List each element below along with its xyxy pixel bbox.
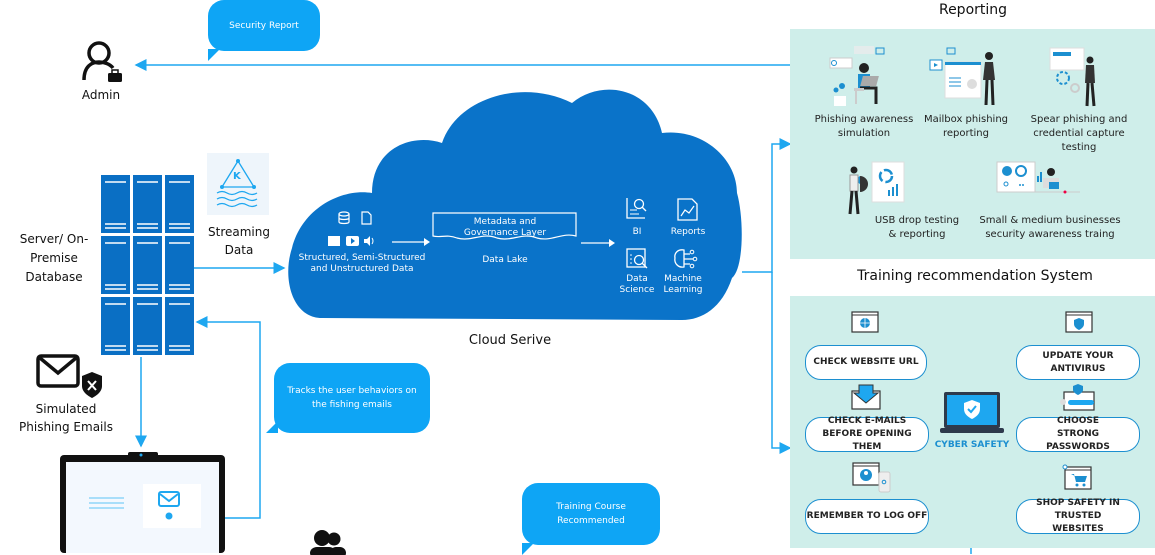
- security-report-bubble: Security Report: [208, 0, 320, 61]
- antivirus-shield-icon: [1065, 311, 1093, 333]
- audio-icon: [364, 236, 374, 246]
- laptop-icon: [60, 452, 225, 553]
- kafka-stream-icon: [216, 159, 258, 208]
- phishing-simulation-illustration: [829, 46, 885, 106]
- machine-learning-brain-icon: [674, 249, 698, 269]
- data-lake-label: Data Lake: [482, 255, 528, 265]
- usb-drop-illustration: [848, 161, 905, 215]
- arrow-cloud-to-training: [771, 272, 792, 454]
- server-label: Server/ On-Premise Database: [19, 232, 89, 284]
- training-course-bubble: Training Course Recommended: [522, 483, 660, 555]
- reporting-item-spear-phishing: Spear phishing and credential capture te…: [1030, 114, 1128, 153]
- mailbox-reporting-illustration: [929, 47, 995, 106]
- tracks-behavior-bubble: Tracks the user behaviors on the fishing…: [266, 363, 430, 433]
- simulated-phishing-label: Simulated Phishing Emails: [19, 402, 113, 434]
- bi-label: BI: [632, 227, 642, 237]
- email-click-icon: [158, 491, 180, 520]
- metadata-layer-label: Metadata and Governance Layer: [463, 217, 547, 238]
- video-icon: [346, 236, 359, 246]
- streaming-icon-letter: K: [233, 171, 241, 182]
- training-item-log-off: REMEMBER TO LOG OFF: [805, 499, 929, 534]
- cyber-safety-label: CYBER SAFETY: [934, 440, 1010, 450]
- report-chart-icon: [677, 198, 698, 221]
- arrow-laptop-to-server: [195, 316, 261, 519]
- data-sources-icons: [328, 211, 374, 246]
- reporting-item-mailbox-reporting: Mailbox phishing reporting: [923, 114, 1009, 139]
- metadata-layer-box: [432, 212, 577, 240]
- smb-training-illustration: [996, 161, 1080, 194]
- arrow-sources-to-lake: [392, 238, 430, 246]
- training-item-update-antivirus: UPDATE YOUR ANTIVIRUS: [1016, 345, 1140, 380]
- server-rack-icon: [101, 175, 194, 355]
- logoff-user-device-icon: [852, 462, 891, 493]
- reporting-item-phishing-simulation: Phishing awareness simulation: [814, 114, 914, 139]
- users-group-icon: [310, 530, 346, 555]
- machine-learning-label: Machine Learning: [663, 274, 703, 295]
- cyber-safety-laptop-icon: [940, 392, 1004, 433]
- globe-browser-icon: [851, 311, 879, 333]
- data-science-label: Data Science: [619, 274, 655, 295]
- data-sources-label: Structured, Semi-Structured and Unstruct…: [298, 253, 426, 274]
- email-envelope-icon: [851, 384, 881, 410]
- security-report-text: Security Report: [229, 20, 299, 31]
- reporting-item-smb-training: Small & medium businesses security aware…: [979, 215, 1121, 240]
- streaming-label: Streaming Data: [208, 225, 270, 257]
- image-icon: [328, 236, 340, 246]
- spear-phishing-illustration: [1049, 47, 1096, 107]
- reporting-item-usb-drop: USB drop testing & reporting: [874, 215, 960, 240]
- bi-search-icon: [626, 198, 647, 219]
- training-item-check-emails: CHECK E-MAILS BEFORE OPENING THEM: [805, 416, 929, 452]
- admin-label: Admin: [81, 88, 121, 102]
- data-science-icon: [626, 248, 648, 269]
- password-lock-icon: [1060, 384, 1095, 411]
- cloud-shape: [288, 89, 742, 320]
- training-item-strong-passwords: CHOOSE STRONG PASSWORDS: [1016, 416, 1140, 452]
- training-title: Training recommendation System: [857, 268, 1093, 284]
- training-item-check-website-url: CHECK WEBSITE URL: [805, 345, 927, 380]
- tracks-behavior-text: Tracks the user behaviors on the fishing…: [287, 386, 417, 410]
- arrow-cloud-to-reporting: [742, 138, 792, 273]
- reporting-title: Reporting: [938, 2, 1008, 18]
- document-icon: [361, 211, 372, 225]
- arrow-lake-to-outputs: [581, 239, 615, 247]
- admin-user-icon: [82, 41, 122, 82]
- training-course-text: Training Course Recommended: [556, 502, 626, 526]
- training-item-shop-safely: SHOP SAFETY IN TRUSTED WEBSITES: [1016, 498, 1140, 534]
- shopping-cart-icon: [1062, 464, 1092, 490]
- cloud-service-label: Cloud Serive: [468, 333, 552, 348]
- database-icon: [338, 211, 350, 225]
- phishing-mail-shield-icon: [36, 354, 102, 398]
- reports-label: Reports: [670, 227, 706, 237]
